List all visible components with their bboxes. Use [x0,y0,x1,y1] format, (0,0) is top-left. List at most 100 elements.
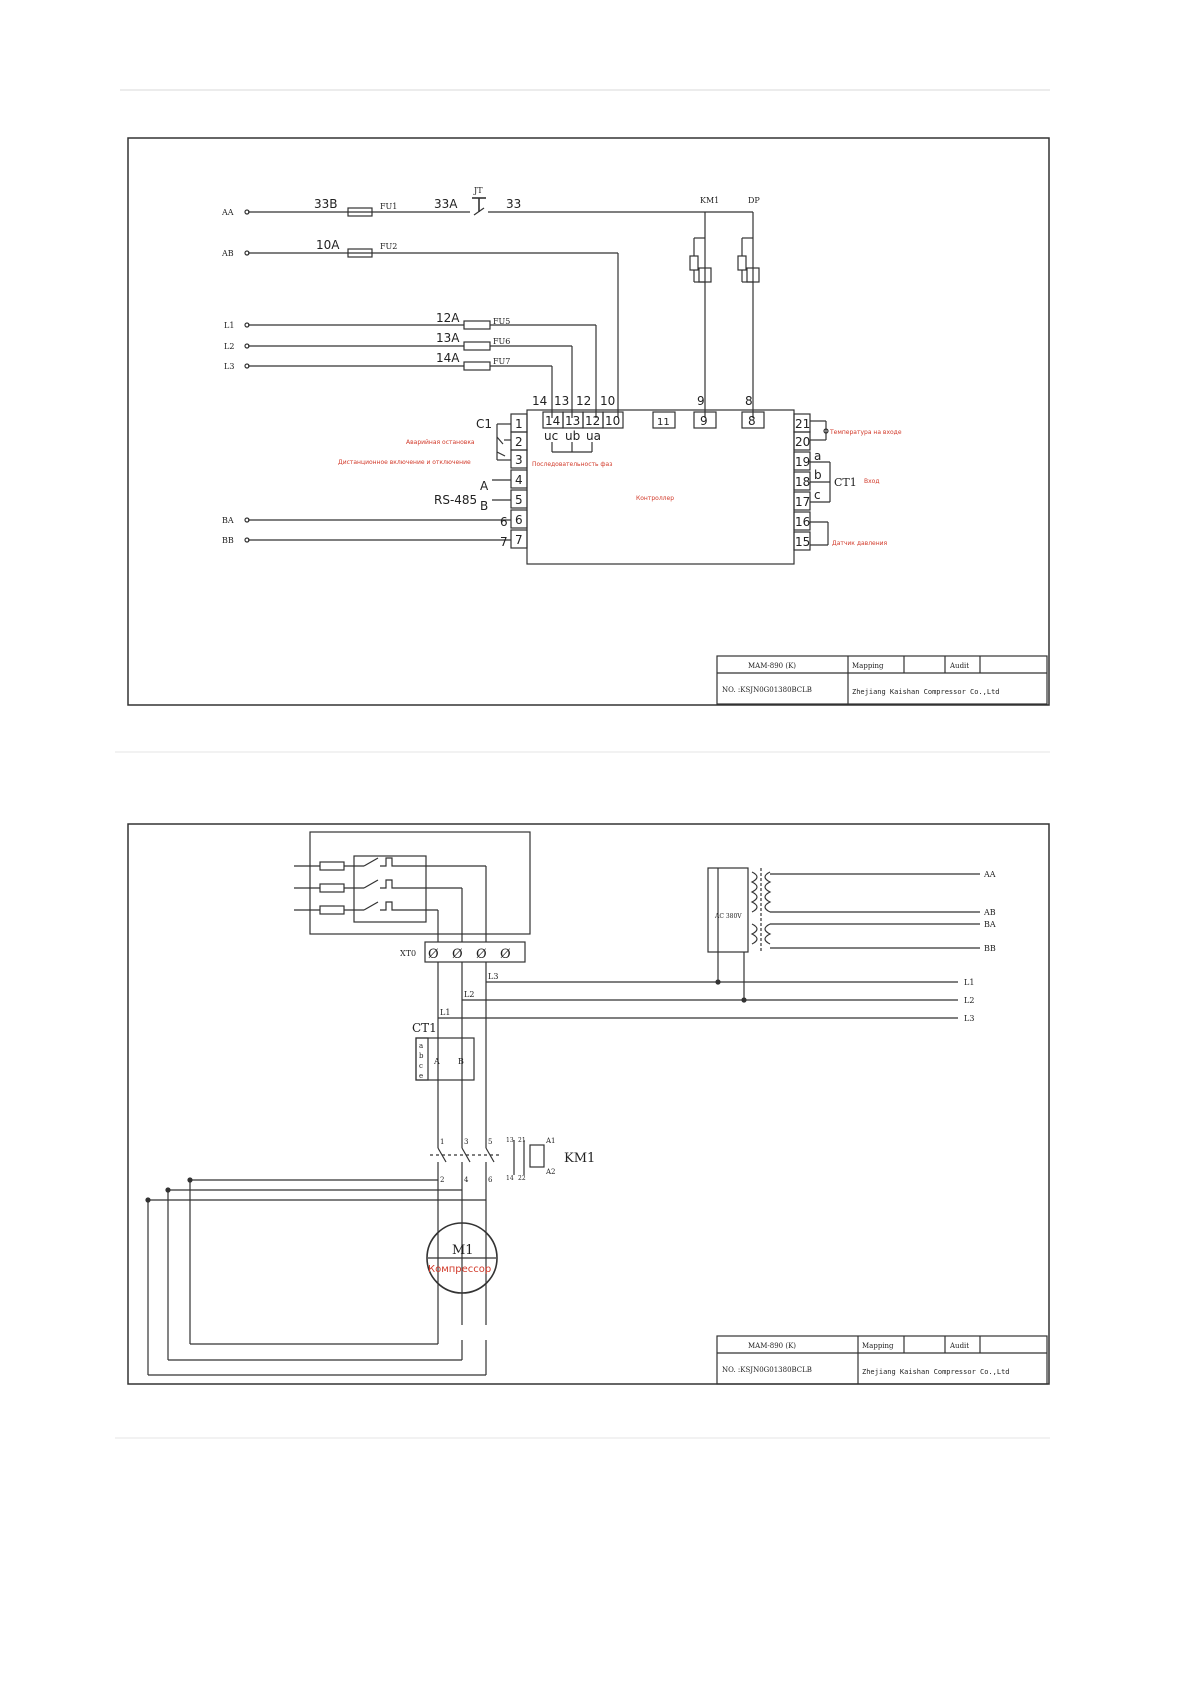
rs485-a: A [480,479,489,493]
annotation-emergency-stop: Аварийная остановка [406,439,475,446]
terminal-11: 11 [657,417,670,428]
wire-l1: L1 [440,1008,450,1017]
line-l2: L2 [964,996,974,1005]
title2-number: NO. :KSJN0G01380BCLB [722,1366,812,1374]
device-ct1: CT1 [834,476,857,489]
phase-uc: uc [544,429,558,443]
supply-ba: BA [222,516,234,525]
line-l3: L3 [964,1014,974,1023]
km1-p2: 2 [440,1176,444,1184]
km1-p4: 4 [464,1176,469,1184]
terminal-8: 8 [748,414,756,428]
motor-name: Компрессор [428,1264,491,1275]
wire-33a: 33A [434,197,458,211]
fuse-fu1-label: FU1 [380,202,397,211]
terminal-21: 21 [795,417,810,431]
title1-model: MAM-890 (K) [748,662,796,670]
current-transformer-ct1 [415,1037,475,1081]
km1-aux21: 21 [518,1137,526,1144]
km1-p3: 3 [464,1138,468,1146]
terminal-symbol-3: Ø [476,947,487,962]
km1-a1: A1 [545,1137,556,1145]
km1-p5: 5 [488,1138,492,1146]
wire-13: 13 [554,394,569,408]
fuse-fu7-label: FU7 [493,357,510,366]
terminal-17: 17 [795,495,810,509]
breaker-enclosure [309,831,531,935]
transformer-ba: BA [984,920,996,929]
title2-audit: Audit [949,1342,969,1350]
transformer-bb: BB [984,944,996,953]
wire-8: 8 [745,394,753,408]
terminal-12: 12 [585,414,600,428]
fuse-fu2-label: FU2 [380,242,397,251]
wire-12: 12 [576,394,591,408]
wire-l3: L3 [488,972,498,981]
km1-aux14: 14 [506,1175,514,1182]
supply-l3: L3 [224,362,234,371]
wire-7: 7 [500,535,508,549]
title1-mapping: Mapping [852,662,884,670]
terminal-16: 16 [795,515,810,529]
transformer [707,867,749,953]
wire-10: 10 [600,394,615,408]
terminal-symbol-1: Ø [428,947,439,962]
fuse-fu5 [463,320,491,330]
annotation-pressure-sensor: Датчик давления [832,540,888,547]
ct1-e: e [419,1072,423,1080]
ct1-label: CT1 [412,1021,437,1035]
wire-13a: 13A [436,331,460,345]
ct1-pb: B [458,1057,464,1066]
motor-m1 [426,1222,498,1294]
ct-a: a [814,449,821,463]
wire-33: 33 [506,197,521,211]
transformer-aa: AA [983,870,996,879]
title1-company: Zhejiang Kaishan Compressor Co.,Ltd [852,688,1000,696]
annotation-inlet-temperature: Температура на входе [829,429,902,436]
wire-6: 6 [500,515,508,529]
annotation-input: Вход [864,478,880,485]
wire-14a: 14A [436,351,460,365]
title2-model: MAM-890 (K) [748,1342,796,1350]
phase-ub: ub [565,429,580,443]
title2-mapping: Mapping [862,1342,894,1350]
ct-b: b [814,468,822,482]
km1-aux13: 13 [506,1137,514,1144]
terminal-1: 1 [515,417,523,431]
annotation-remote-on-off: Дистанционное включение и отключение [338,459,471,466]
title1-number: NO. :KSJN0G01380BCLB [722,686,812,694]
fuse-fu7 [463,361,491,371]
coil-km1-contactor [529,1144,545,1168]
terminal-symbol-2: Ø [452,947,463,962]
supply-aa: AA [221,208,234,217]
device-c1: C1 [476,417,492,431]
wire-14: 14 [532,394,547,408]
terminal-2: 2 [515,435,523,449]
coil-dp [746,267,760,283]
motor-label: M1 [452,1243,474,1258]
km1-aux22: 22 [518,1175,526,1182]
supply-l1: L1 [224,321,234,330]
km1-label: KM1 [564,1151,595,1166]
ct1-c: c [419,1062,423,1070]
supply-ab: AB [221,249,234,258]
terminal-9: 9 [700,414,708,428]
ct1-pa: A [433,1057,440,1066]
annotation-controller: Контроллер [636,495,674,502]
title2-company: Zhejiang Kaishan Compressor Co.,Ltd [862,1368,1010,1376]
km1-p1: 1 [440,1138,444,1146]
terminal-20: 20 [795,435,810,449]
terminal-7: 7 [515,533,523,547]
fuse-fu6-label: FU6 [493,337,510,346]
terminal-14: 14 [545,414,560,428]
supply-l2: L2 [224,342,234,351]
ct-c: c [814,488,821,502]
fuse-fu5-label: FU5 [493,317,510,326]
transformer-ab: AB [983,908,996,917]
terminal-strip-xt0 [424,941,526,963]
device-jt: JT [473,186,483,195]
terminal-13: 13 [565,414,580,428]
transformer-voltage: AC 380V [714,913,742,920]
annotation-phase-sequence: Последовательность фаз [532,461,612,468]
wire-33b: 33B [314,197,338,211]
